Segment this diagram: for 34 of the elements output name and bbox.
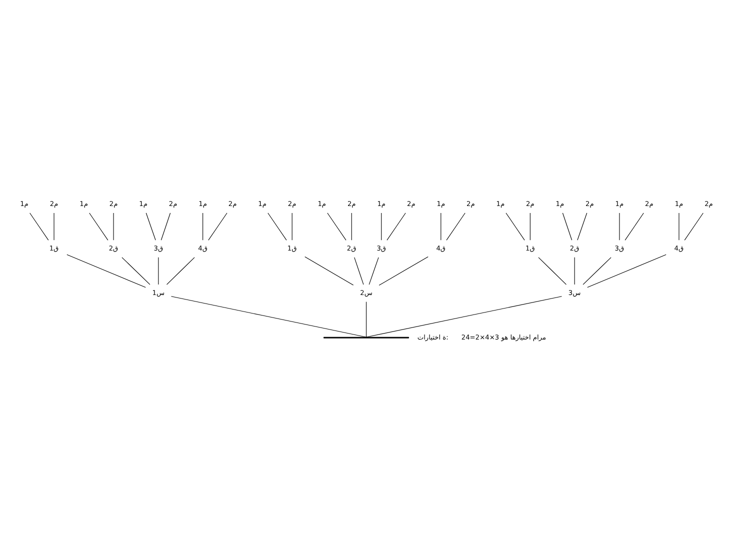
connector <box>146 212 156 240</box>
connector <box>562 212 572 240</box>
connector <box>122 257 150 285</box>
connector <box>160 212 171 240</box>
connector <box>304 256 354 286</box>
connector <box>582 257 612 285</box>
connector <box>366 296 562 338</box>
connector <box>368 257 379 285</box>
connector <box>574 257 575 285</box>
connector <box>89 212 108 240</box>
connector <box>351 212 352 240</box>
connector <box>386 212 406 240</box>
connector <box>538 257 567 285</box>
connector <box>506 212 525 240</box>
node-bar <box>324 336 410 338</box>
connector <box>170 296 366 338</box>
connector <box>327 212 346 240</box>
connector <box>158 257 159 285</box>
connector <box>378 256 428 286</box>
connector <box>381 212 382 240</box>
connector <box>440 212 442 240</box>
connector <box>624 212 644 240</box>
connector <box>577 212 588 240</box>
connector <box>30 212 49 240</box>
connector <box>587 254 666 288</box>
connector <box>684 212 704 240</box>
connector <box>66 254 146 288</box>
connector <box>446 212 466 240</box>
connector <box>354 257 364 285</box>
connector <box>166 257 195 285</box>
connector <box>208 212 228 240</box>
connector <box>366 302 367 338</box>
connector <box>268 212 287 240</box>
connector <box>202 212 204 240</box>
